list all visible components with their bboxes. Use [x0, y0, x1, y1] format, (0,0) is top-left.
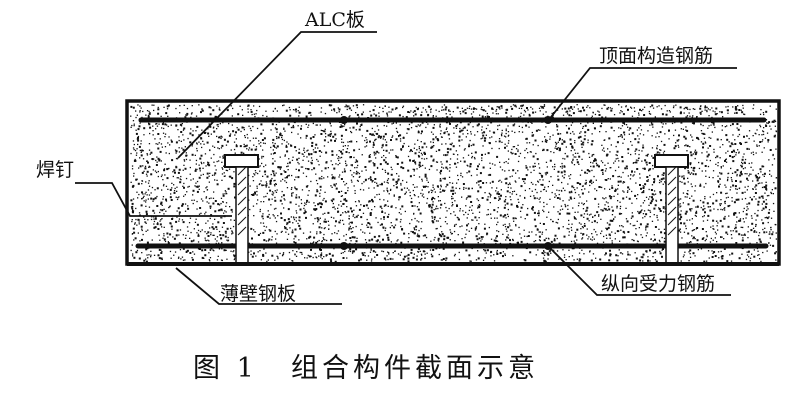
alc-panel-outline [125, 99, 781, 266]
label-alc-panel: ALC板 [304, 9, 365, 31]
label-weld-stud: 焊钉 [36, 159, 74, 181]
top-rebar-node [340, 116, 348, 124]
leader-weld-stud [75, 182, 232, 217]
leader-top-rebar [546, 67, 737, 123]
leader-long-rebar [547, 245, 731, 296]
top-rebar [138, 116, 767, 124]
caption-number: 图 1 [193, 353, 258, 384]
label-steel-plate: 薄壁钢板 [220, 283, 296, 305]
bottom-rebar-node [340, 242, 348, 250]
leader-alc [177, 31, 377, 159]
label-long-rebar: 纵向受力钢筋 [601, 273, 715, 295]
label-top-rebar: 顶面构造钢筋 [599, 45, 713, 67]
caption-text: 组合构件截面示意 [291, 353, 539, 384]
weld-stud-left [224, 154, 259, 265]
weld-stud-right [654, 154, 689, 265]
alc-speckle-texture [130, 104, 778, 263]
leader-steel-plate [175, 267, 342, 305]
